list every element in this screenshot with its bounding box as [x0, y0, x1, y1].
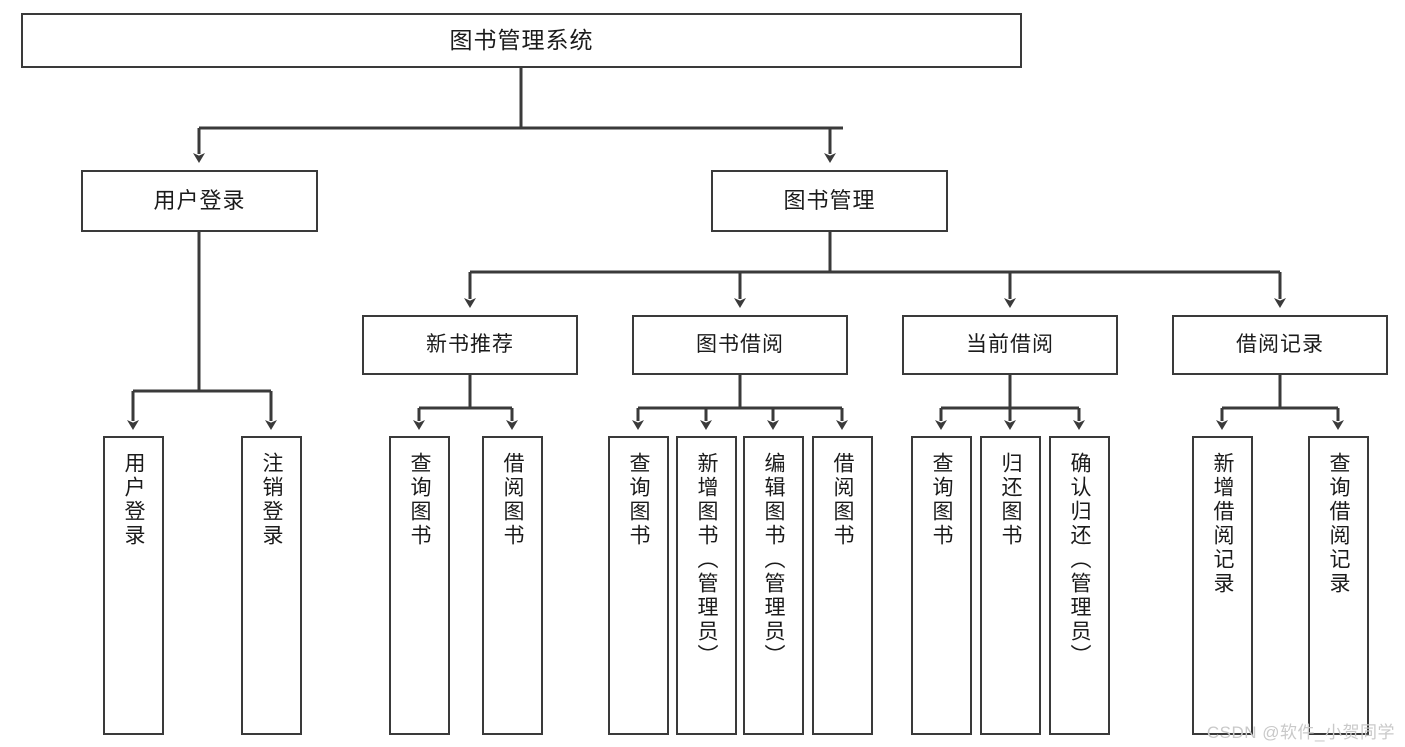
node-new-book-recommend[interactable]: 新书推荐	[362, 315, 578, 375]
node-leaf-user-login[interactable]: 用户登录	[103, 436, 164, 735]
node-leaf-borrow-book-1[interactable]: 借阅图书	[482, 436, 543, 735]
node-root-label: 图书管理系统	[449, 27, 594, 54]
node-leaf-confirm-return[interactable]: 确认归还（管理员）	[1049, 436, 1110, 735]
node-borrow-record-label: 借阅记录	[1236, 332, 1324, 356]
watermark: CSDN @软件_小贺同学	[1206, 723, 1395, 742]
node-leaf-query-book-2-label: 查询图书	[627, 452, 651, 548]
node-leaf-add-record[interactable]: 新增借阅记录	[1192, 436, 1253, 735]
node-leaf-borrow-book-1-label: 借阅图书	[501, 452, 525, 548]
node-root[interactable]: 图书管理系统	[21, 13, 1022, 68]
node-user-login-label: 用户登录	[153, 188, 246, 214]
node-book-borrow-label: 图书借阅	[696, 332, 784, 356]
node-leaf-borrow-book-2-label: 借阅图书	[831, 452, 855, 548]
node-leaf-add-book[interactable]: 新增图书（管理员）	[676, 436, 737, 735]
node-book-management-label: 图书管理	[783, 188, 876, 214]
node-leaf-add-book-label: 新增图书（管理员）	[695, 452, 719, 668]
node-leaf-borrow-book-2[interactable]: 借阅图书	[812, 436, 873, 735]
node-leaf-return-book[interactable]: 归还图书	[980, 436, 1041, 735]
node-borrow-record[interactable]: 借阅记录	[1172, 315, 1388, 375]
node-leaf-edit-book-label: 编辑图书（管理员）	[762, 452, 786, 668]
node-new-book-recommend-label: 新书推荐	[426, 332, 514, 356]
node-leaf-edit-book[interactable]: 编辑图书（管理员）	[743, 436, 804, 735]
node-leaf-query-book-1-label: 查询图书	[408, 452, 432, 548]
node-leaf-add-record-label: 新增借阅记录	[1211, 452, 1235, 596]
node-leaf-return-book-label: 归还图书	[999, 452, 1023, 548]
node-leaf-query-book-3[interactable]: 查询图书	[911, 436, 972, 735]
node-user-login[interactable]: 用户登录	[81, 170, 318, 232]
node-leaf-logout-login-label: 注销登录	[260, 452, 284, 548]
node-leaf-user-login-label: 用户登录	[122, 452, 146, 548]
node-current-borrow-label: 当前借阅	[966, 332, 1054, 356]
node-book-management[interactable]: 图书管理	[711, 170, 948, 232]
node-leaf-query-book-2[interactable]: 查询图书	[608, 436, 669, 735]
node-book-borrow[interactable]: 图书借阅	[632, 315, 848, 375]
node-leaf-query-book-3-label: 查询图书	[930, 452, 954, 548]
node-current-borrow[interactable]: 当前借阅	[902, 315, 1118, 375]
node-leaf-query-record-label: 查询借阅记录	[1327, 452, 1351, 596]
node-leaf-query-book-1[interactable]: 查询图书	[389, 436, 450, 735]
node-leaf-confirm-return-label: 确认归还（管理员）	[1068, 452, 1092, 668]
node-leaf-query-record[interactable]: 查询借阅记录	[1308, 436, 1369, 735]
node-leaf-logout-login[interactable]: 注销登录	[241, 436, 302, 735]
